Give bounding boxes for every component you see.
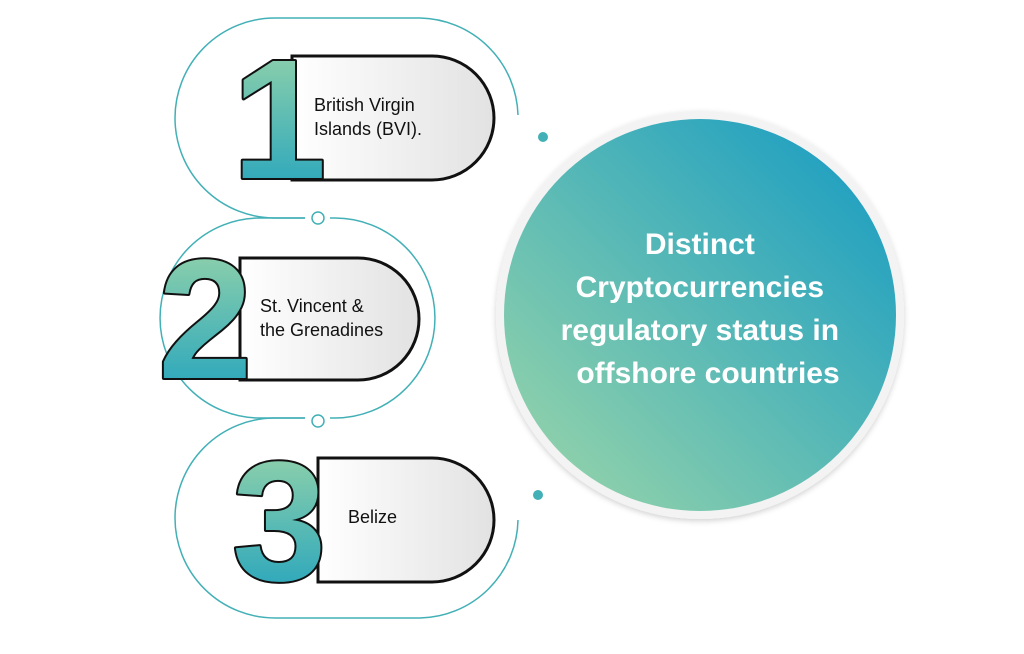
- accent-dot-lower: [533, 490, 543, 500]
- connector-arc-3: [174, 417, 519, 619]
- connector-arc-2: [330, 217, 436, 419]
- item-label-1: British Virgin Islands (BVI).: [314, 95, 422, 139]
- item-label-2: St. Vincent & the Grenadines: [260, 296, 383, 340]
- center-title: Distinct Cryptocurrencies regulatory sta…: [561, 228, 848, 390]
- list-item-2: 2 St. Vincent & the Grenadines: [156, 223, 421, 417]
- connector-dot-top: [311, 211, 325, 225]
- item-number-3: 3: [232, 427, 327, 617]
- connector-arc-1: [174, 17, 519, 219]
- accent-dot-upper: [538, 132, 548, 142]
- item-pill-3: [316, 456, 496, 584]
- center-circle-fill: [504, 119, 896, 511]
- item-pill-2: [238, 256, 421, 382]
- list-item-1: 1 British Virgin Islands (BVI).: [230, 23, 496, 217]
- center-topic: Distinct Cryptocurrencies regulatory sta…: [496, 111, 904, 519]
- connector-arc-2b: [159, 217, 305, 419]
- item-number-1: 1: [232, 25, 327, 215]
- connector-dot-mid: [311, 414, 325, 428]
- connector-lines: [159, 17, 519, 619]
- list-item-3: 3 Belize: [230, 425, 496, 619]
- item-number-2: 2: [158, 225, 253, 415]
- item-label-3: Belize: [348, 507, 397, 527]
- item-pill-1: [290, 54, 496, 182]
